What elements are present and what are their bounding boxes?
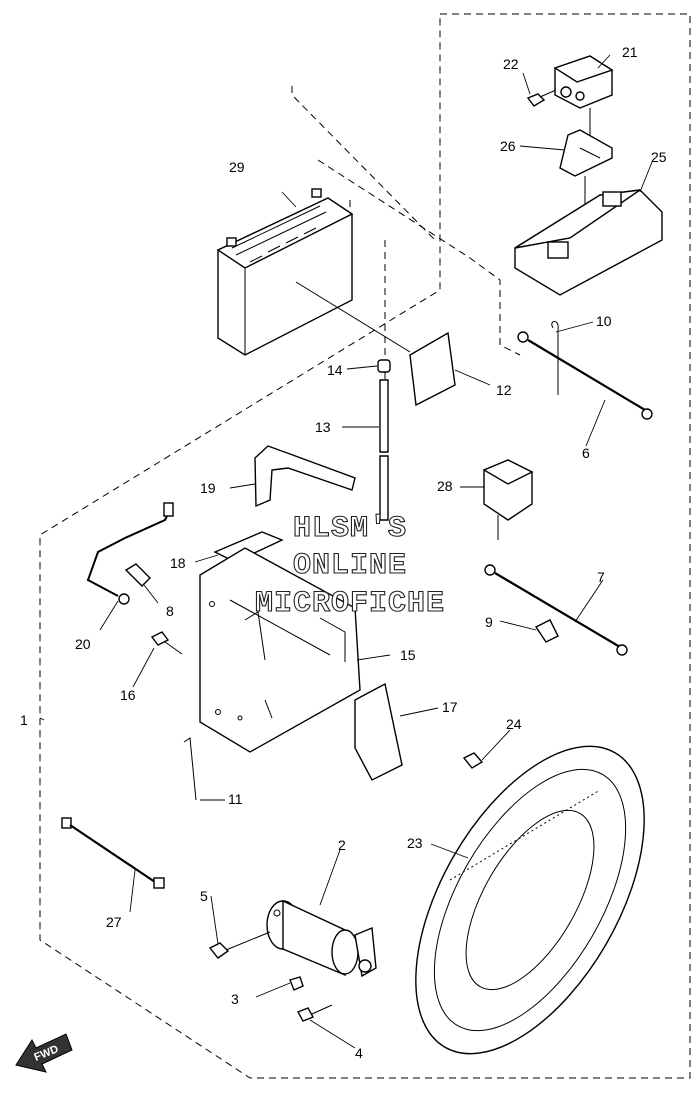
callout-9: 9 [485, 614, 493, 630]
starter-relay[interactable] [553, 55, 614, 109]
battery-group-outline [291, 86, 521, 405]
starter-bolt[interactable] [208, 931, 271, 959]
sensor-disc[interactable] [369, 709, 691, 1091]
callout-4: 4 [355, 1045, 363, 1061]
wire-holder[interactable] [534, 619, 559, 643]
callout-17: 17 [442, 699, 458, 715]
callout-21: 21 [622, 44, 638, 60]
relay-bolt[interactable] [526, 89, 557, 107]
case-bolt[interactable] [150, 631, 183, 655]
battery-pad[interactable] [409, 331, 456, 407]
callout-25: 25 [651, 149, 667, 165]
callout-22: 22 [503, 56, 519, 72]
callout-1: 1 [20, 712, 28, 728]
battery-negative-cable[interactable] [517, 331, 653, 420]
disc-bolt[interactable] [462, 752, 484, 769]
callout-20: 20 [75, 636, 91, 652]
callout-3: 3 [231, 991, 239, 1007]
callout-29: 29 [229, 159, 245, 175]
assembly-boundary [39, 13, 691, 1079]
callout-13: 13 [315, 419, 331, 435]
callout-7: 7 [597, 569, 605, 585]
callout-27: 27 [106, 914, 122, 930]
watermark-line-2: ONLINE [293, 549, 407, 583]
callout-14: 14 [327, 362, 343, 378]
callout-16: 16 [120, 687, 136, 703]
battery-band[interactable] [254, 445, 356, 508]
relay-cover[interactable] [514, 189, 663, 296]
case-plate[interactable] [354, 682, 403, 781]
relay-bracket[interactable] [559, 129, 613, 177]
watermark: HLSM'S ONLINE MICROFICHE [254, 511, 445, 621]
callout-8: 8 [166, 603, 174, 619]
callout-6: 6 [582, 445, 590, 461]
ground-lead[interactable] [61, 817, 165, 889]
breather-pipe[interactable] [379, 379, 389, 521]
cable-clip[interactable] [124, 563, 151, 587]
callout-labels: 1 2 3 4 5 6 7 8 9 10 11 12 13 14 15 16 1… [20, 44, 667, 1061]
negative-lead-strap[interactable] [551, 321, 559, 396]
forward-arrow-icon: FWD [15, 1033, 73, 1073]
starter-motor[interactable] [266, 899, 377, 978]
callout-11: 11 [228, 791, 243, 807]
earth-lead[interactable] [86, 502, 174, 605]
breather-cap[interactable] [377, 359, 391, 373]
callout-26: 26 [500, 138, 516, 154]
callout-10: 10 [596, 313, 612, 329]
watermark-line-1: HLSM'S [293, 512, 407, 546]
callout-18: 18 [170, 555, 186, 571]
starter-nut[interactable] [289, 976, 304, 991]
callout-19: 19 [200, 480, 216, 496]
leader-lines [39, 54, 653, 1049]
fuse-box[interactable] [482, 459, 534, 540]
battery-case[interactable] [199, 547, 361, 753]
watermark-line-3: MICROFICHE [255, 587, 445, 621]
callout-15: 15 [400, 647, 416, 663]
band-pin[interactable] [183, 737, 197, 801]
callout-23: 23 [407, 835, 423, 851]
callout-24: 24 [506, 716, 522, 732]
terminal-bolt[interactable] [297, 1004, 333, 1022]
starter-motor-lead[interactable] [484, 564, 628, 656]
callout-28: 28 [437, 478, 453, 494]
battery[interactable] [216, 188, 411, 356]
callout-2: 2 [338, 837, 346, 853]
callout-12: 12 [496, 382, 512, 398]
callout-5: 5 [200, 888, 208, 904]
